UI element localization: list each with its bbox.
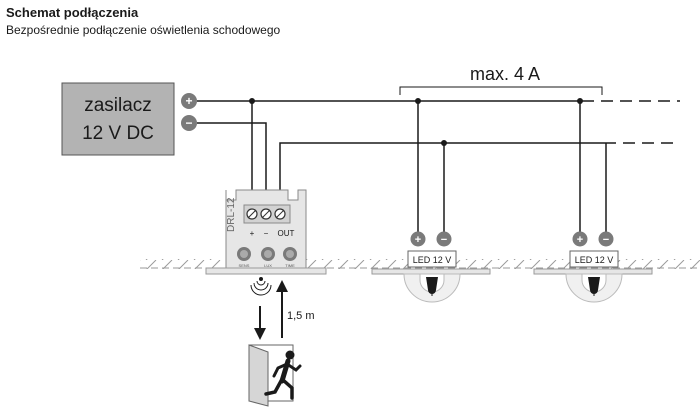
- power-supply-line2: 12 V DC: [82, 123, 154, 144]
- knob-label-time: TIME: [285, 263, 295, 268]
- supply-minus-terminal: −: [181, 115, 197, 131]
- terminal-out-label: OUT: [278, 229, 295, 238]
- svg-text:−: −: [185, 116, 192, 130]
- sensor-up-arrow-icon: [276, 280, 288, 338]
- wires: [197, 100, 680, 232]
- terminal-plus-label: +: [250, 229, 255, 238]
- led-2-label: LED 12 V: [575, 255, 614, 265]
- controller-drl12: DRL-12 + − OUT SENS LUX TIME: [205, 189, 327, 275]
- sensor-down-arrow-icon: [254, 306, 266, 340]
- controller-screw-terminals: [246, 208, 286, 220]
- knob-label-sens: SENS: [239, 263, 250, 268]
- svg-text:−: −: [441, 234, 447, 246]
- led-module-1: + − LED 12 V: [371, 231, 491, 303]
- led-1-bulb-icon: [426, 277, 438, 294]
- led-module-2: + − LED 12 V: [533, 231, 653, 303]
- svg-text:+: +: [577, 234, 583, 246]
- knob-label-lux: LUX: [264, 263, 272, 268]
- led-1-label: LED 12 V: [413, 255, 452, 265]
- current-limit-label: max. 4 A: [470, 64, 540, 84]
- svg-text:−: −: [603, 234, 609, 246]
- wire-junctions: [249, 98, 583, 146]
- svg-text:+: +: [185, 94, 192, 108]
- terminal-minus-label: −: [264, 229, 269, 238]
- diagram-subtitle: Bezpośrednie podłączenie oświetlenia sch…: [6, 23, 281, 37]
- power-supply: zasilacz 12 V DC: [61, 82, 175, 156]
- controller-knobs: [237, 247, 297, 261]
- sensor-distance-label: 1,5 m: [287, 310, 315, 322]
- controller-name: DRL-12: [226, 197, 237, 232]
- power-supply-line1: zasilacz: [84, 95, 152, 116]
- sensor-signal-icon: [250, 277, 272, 296]
- diagram-title: Schemat podłączenia: [6, 5, 139, 20]
- current-limit-bracket: max. 4 A: [399, 64, 603, 95]
- led-2-bulb-icon: [588, 277, 600, 294]
- running-person-icon: [264, 350, 302, 400]
- svg-text:+: +: [415, 234, 421, 246]
- supply-plus-terminal: +: [181, 93, 197, 109]
